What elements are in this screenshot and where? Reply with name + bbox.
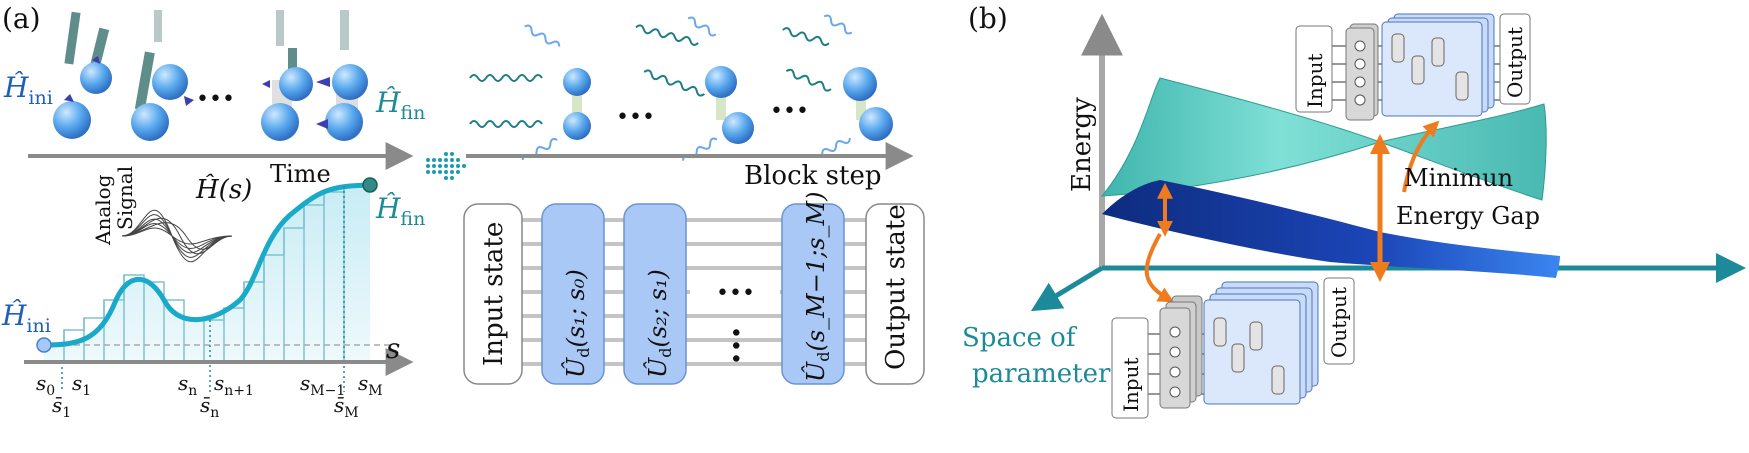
svg-text:Ĥfin: Ĥfin — [375, 192, 425, 230]
sbar-tick-labels: s̄1 s̄n s̄M — [52, 393, 359, 421]
gate-2-label: Ûd(s₂; s₁) — [643, 269, 675, 378]
pulse-scene: ••• ••• — [469, 14, 893, 161]
nn-bottom-input-label: Input — [1119, 357, 1143, 412]
gate-1 — [541, 203, 605, 385]
svg-text:Ĥfin: Ĥfin — [375, 86, 425, 124]
h-ini-label-top: Ĥini — [3, 71, 53, 109]
analog-signal-label: Analog Signal — [91, 166, 137, 246]
qubit-pair-1 — [53, 11, 112, 139]
svg-text:s1: s1 — [72, 371, 91, 399]
space-of-parameters-line2: parameters — [972, 359, 1124, 389]
gate-1-label: Ûd(s₁; s₀) — [561, 269, 593, 378]
block-step-label: Block step — [744, 161, 881, 191]
transition-dots-arrow-icon — [426, 152, 466, 180]
output-state-label: Output state — [881, 204, 911, 370]
svg-text:sn: sn — [178, 371, 197, 399]
svg-text:s0: s0 — [36, 371, 55, 399]
qubit-pair-4 — [316, 10, 368, 141]
parameter-axis-left — [1030, 265, 1104, 312]
svg-text:Signal: Signal — [113, 166, 137, 230]
gap-pointer-to-bottom-network — [1144, 233, 1175, 303]
svg-text:sM−1: sM−1 — [300, 371, 345, 399]
circuit-dots-horizontal: ••• — [716, 281, 755, 306]
svg-text:s̄n: s̄n — [200, 393, 219, 421]
qubit-evolution-scenes: ••• — [53, 10, 368, 141]
gate-2 — [623, 203, 687, 385]
qubit-pair-2 — [131, 10, 194, 141]
upper-energy-surface — [1100, 77, 1547, 201]
gap-pointer-to-top-network — [1402, 120, 1440, 193]
h-fin-label-top: Ĥfin — [375, 86, 425, 124]
nn-bottom-output-label: Output — [1327, 287, 1351, 358]
output-state-box — [865, 203, 925, 385]
input-state-label: Input state — [479, 222, 509, 366]
panel-a-label: (a) — [2, 2, 41, 35]
nn-top-output-label: Output — [1503, 27, 1527, 98]
space-of-parameters-line1: Space of — [962, 323, 1078, 353]
h-fin-label-bottom: Ĥfin — [375, 192, 425, 230]
svg-text:s̄M: s̄M — [334, 393, 359, 421]
nn-top-input-label: Input — [1303, 53, 1327, 108]
pulse-dots-1: ••• — [616, 105, 655, 130]
h-ini-label-bottom: Ĥini — [1, 299, 51, 337]
svg-text:sn+1: sn+1 — [214, 371, 254, 399]
lower-energy-surface — [1102, 180, 1560, 278]
network-block-top: Input Output — [1295, 13, 1531, 121]
schedule-plot — [36, 177, 392, 392]
svg-text:Ĥini: Ĥini — [3, 71, 53, 109]
time-axis-label: Time — [270, 160, 331, 188]
input-state-box — [463, 203, 523, 385]
gate-m — [781, 203, 845, 385]
analog-waveform-icon — [121, 209, 233, 263]
network-block-bottom: Input Output — [1111, 277, 1355, 419]
svg-text:sM: sM — [358, 371, 383, 399]
svg-text:s̄1: s̄1 — [52, 393, 71, 421]
gate-m-label: Ûd(s_M−1;s_M) — [801, 192, 833, 382]
h-of-s-label: Ĥ(s) — [195, 173, 252, 205]
min-gap-label-line2: Energy Gap — [1396, 202, 1540, 230]
pulse-dots-2: ••• — [770, 99, 809, 124]
circuit-dots-vertical: ••• — [722, 326, 747, 365]
s-axis-label: s — [386, 332, 400, 365]
scene-dots: ••• — [196, 87, 235, 112]
min-gap-label-line1: Minimun — [1404, 164, 1513, 192]
svg-text:Ĥini: Ĥini — [1, 299, 51, 337]
circuit-diagram: Input state Ûd(s₁; s₀) Ûd(s₂; s₁) ••• ••… — [463, 192, 925, 385]
qubit-pair-3 — [261, 10, 313, 141]
panel-b-label: (b) — [968, 2, 1008, 35]
s-tick-labels: s0 s1 sn sn+1 sM−1 sM — [36, 371, 383, 399]
energy-axis-label: Energy — [1067, 97, 1097, 192]
svg-text:Analog: Analog — [91, 174, 115, 246]
